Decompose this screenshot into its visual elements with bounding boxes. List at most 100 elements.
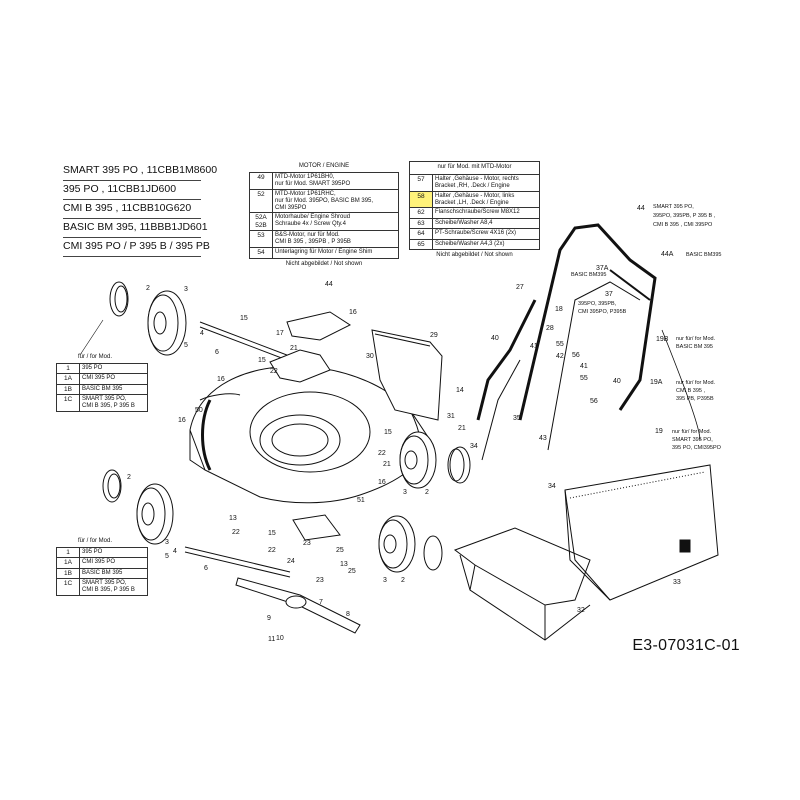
part-desc: SMART 395 PO, CMI B 395, P 395 B — [79, 578, 148, 597]
note-19a-line1: nur für/ for Mod. — [676, 380, 716, 386]
svg-text:14: 14 — [456, 387, 464, 394]
svg-text:5: 5 — [184, 342, 188, 349]
svg-text:21: 21 — [458, 425, 466, 432]
svg-text:15: 15 — [384, 429, 392, 436]
svg-text:44: 44 — [325, 281, 333, 288]
svg-text:28: 28 — [546, 325, 554, 332]
wheel-table-header: für / for Mod. — [78, 538, 113, 544]
washer-disc — [447, 448, 465, 482]
note-37-line1: 395PO, 395PB, — [578, 301, 617, 307]
svg-text:15: 15 — [240, 315, 248, 322]
svg-text:25: 25 — [348, 568, 356, 575]
svg-text:22: 22 — [270, 368, 278, 375]
hubcap-top — [79, 281, 129, 356]
note-19a-line3: 395 PB, P395B — [676, 396, 714, 402]
grass-bag-frame — [453, 527, 591, 641]
svg-text:29: 29 — [430, 332, 438, 339]
part-desc: Unterlagring für Motor / Engine Shim — [272, 247, 399, 259]
model-line: CMI 395 PO / P 395 B / 395 PB — [63, 238, 210, 257]
svg-text:13: 13 — [229, 515, 237, 522]
svg-text:18: 18 — [555, 306, 563, 313]
svg-text:23: 23 — [316, 577, 324, 584]
note-19-line2: SMART 395 PO, — [672, 437, 713, 443]
svg-text:40: 40 — [491, 335, 499, 342]
part-desc: MTD-Motor 1P61BH0, nur für Mod. SMART 39… — [272, 172, 399, 190]
svg-text:50: 50 — [195, 407, 203, 414]
model-line: BASIC BM 395, 11BBB1JD601 — [63, 219, 208, 238]
part-desc: Motorhaube/ Engine Shroud Schraube 4x / … — [272, 212, 399, 232]
svg-text:55: 55 — [556, 341, 564, 348]
svg-text:32: 32 — [577, 607, 585, 614]
engine-shroud — [286, 311, 352, 341]
note-19-line3: 395 PO, CMI395PO — [672, 445, 722, 451]
svg-text:23: 23 — [303, 540, 311, 547]
diagram-code: E3-07031C-01 — [632, 637, 740, 654]
engine-table-header: MOTOR / ENGINE — [298, 163, 350, 169]
svg-text:7: 7 — [319, 599, 323, 606]
part-desc: BASIC BM 395 — [79, 383, 148, 396]
note-44-line3: CMI B 395 , CMI 395PO — [653, 222, 713, 228]
svg-text:15: 15 — [258, 357, 266, 364]
svg-text:2: 2 — [146, 285, 150, 292]
svg-text:4: 4 — [200, 330, 204, 337]
svg-text:2: 2 — [127, 474, 131, 481]
part-desc: B&S-Motor, nur für Mod. CMI B 395 , 395P… — [272, 230, 399, 249]
svg-text:55: 55 — [580, 375, 588, 382]
part-number: 1C — [56, 578, 80, 597]
svg-text:25: 25 — [336, 547, 344, 554]
svg-text:41: 41 — [530, 343, 538, 350]
handle-notes: SMART 395 PO, 395PO, 395PB, P 395 B , CM… — [571, 204, 722, 451]
svg-text:16: 16 — [217, 376, 225, 383]
model-line: 395 PO , 11CBB1JD600 — [63, 181, 201, 200]
part-desc: BASIC BM 395 — [79, 567, 148, 580]
svg-text:8: 8 — [346, 611, 350, 618]
engine-table-footer: Nicht abgebildet / Not shown — [285, 260, 363, 267]
wheel-rear-right — [399, 431, 471, 489]
engine-bracket — [269, 349, 331, 383]
svg-text:33: 33 — [673, 579, 681, 586]
blade-adapter — [292, 514, 341, 541]
svg-text:3: 3 — [383, 577, 387, 584]
svg-text:40: 40 — [613, 378, 621, 385]
svg-text:56: 56 — [590, 398, 598, 405]
svg-text:37: 37 — [605, 291, 613, 298]
svg-text:13: 13 — [340, 561, 348, 568]
note-19-line1: nur für/ for Mod. — [672, 429, 712, 435]
mtd-table-header: nur für Mod. mit MTD-Motor — [409, 161, 540, 175]
svg-text:2: 2 — [425, 489, 429, 496]
handle — [476, 223, 657, 461]
svg-text:16: 16 — [378, 479, 386, 486]
svg-text:4: 4 — [173, 548, 177, 555]
svg-text:6: 6 — [204, 565, 208, 572]
svg-text:11: 11 — [268, 636, 275, 643]
side-skirt — [201, 399, 212, 471]
svg-text:41: 41 — [580, 363, 588, 370]
wheel-top — [147, 290, 187, 356]
svg-text:43: 43 — [539, 435, 547, 442]
blade — [235, 577, 361, 634]
note-19b-line1: nur für/ for Mod. — [676, 336, 716, 342]
svg-text:35: 35 — [513, 415, 521, 422]
svg-text:5: 5 — [165, 553, 169, 560]
model-line: CMI B 395 , 11CBB10G620 — [63, 200, 201, 219]
svg-text:15: 15 — [268, 530, 276, 537]
svg-text:22: 22 — [268, 547, 276, 554]
part-number: 1C — [56, 394, 80, 413]
svg-text:19B: 19B — [656, 336, 669, 343]
